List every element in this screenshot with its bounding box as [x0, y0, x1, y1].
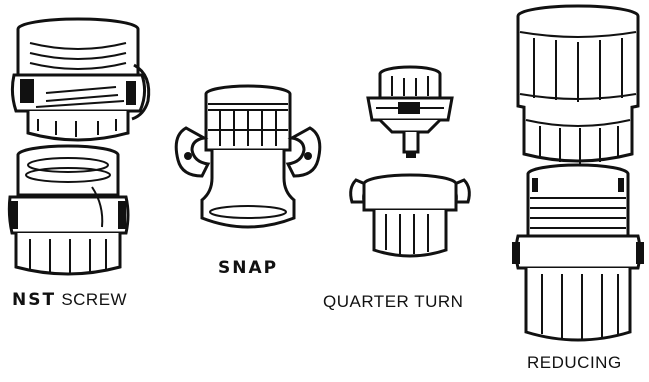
- quarter-turn-label-text: QUARTER TURN: [323, 292, 463, 311]
- quarter-turn-label: QUARTER TURN: [323, 292, 463, 312]
- snap-label: SNAP: [218, 258, 278, 278]
- reducing-label-text: REDUCING: [527, 353, 622, 372]
- quarter-turn-coupling-figure: [340, 62, 480, 272]
- reducing-coupling-figure: [512, 2, 644, 347]
- snap-coupling-icon: [168, 80, 328, 235]
- quarter-turn-coupling-icon: [340, 62, 480, 272]
- nst-screw-coupling-icon: [6, 15, 156, 280]
- reducing-coupling-icon: [512, 2, 644, 347]
- nst-label-bold: NST: [12, 290, 56, 310]
- snap-coupling-figure: [168, 80, 328, 235]
- screw-label-text: SCREW: [61, 290, 127, 309]
- reducing-label: REDUCING: [527, 353, 622, 373]
- nst-screw-coupling-figure: [6, 15, 156, 280]
- snap-label-text: SNAP: [218, 258, 278, 278]
- nst-screw-label: NST SCREW: [12, 290, 127, 310]
